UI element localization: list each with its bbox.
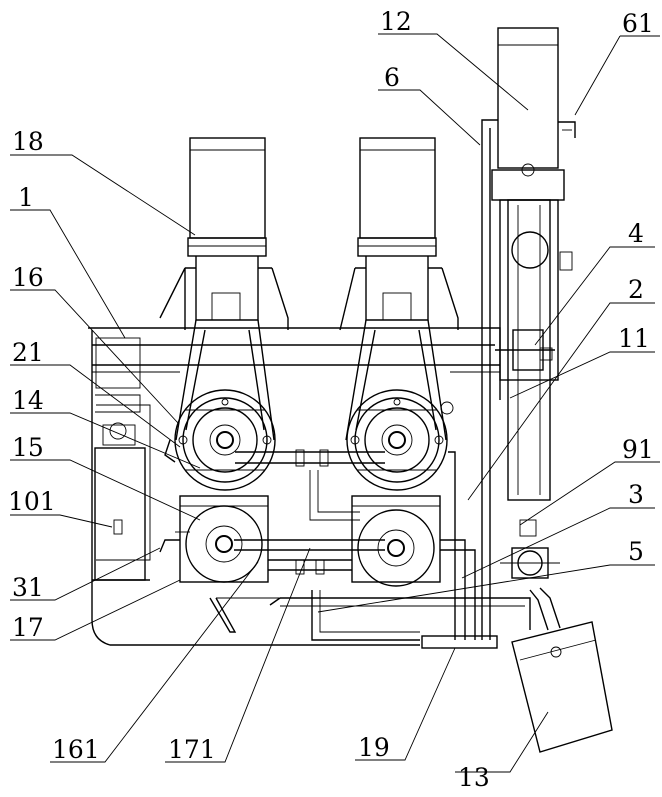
- belt-housing-left: [175, 319, 275, 441]
- label-14: 14: [12, 386, 44, 415]
- label-101: 101: [8, 487, 56, 516]
- label-5: 5: [628, 537, 644, 566]
- upper-pump-left: [174, 389, 276, 491]
- label-16: 16: [12, 263, 44, 292]
- motor-left: [159, 137, 289, 330]
- label-19: 19: [358, 733, 390, 762]
- upper-pump-right: [346, 389, 454, 491]
- label-3: 3: [628, 480, 644, 509]
- label-21: 21: [12, 338, 44, 367]
- label-1: 1: [18, 183, 34, 212]
- label-2: 2: [628, 275, 644, 304]
- side-panel: [92, 337, 150, 581]
- label-61: 61: [622, 9, 654, 38]
- column-11: [491, 163, 573, 537]
- manifold-19: [421, 635, 498, 649]
- label-171: 171: [168, 735, 216, 764]
- lower-pump-left: [179, 495, 269, 583]
- tank-12: [497, 27, 576, 169]
- cylinder-13: [511, 587, 613, 753]
- pipe-network: [159, 439, 476, 641]
- valve-91: [500, 547, 560, 579]
- label-12: 12: [380, 7, 412, 36]
- label-13: 13: [458, 763, 490, 792]
- drip-tray: [209, 597, 280, 633]
- pipe-6: [481, 119, 498, 640]
- label-161: 161: [52, 735, 100, 764]
- label-91: 91: [622, 435, 654, 464]
- part-labels: 12 61 6 18 1 4 16 2 21 11 14 15 91 101 3…: [8, 7, 654, 792]
- label-31: 31: [12, 573, 44, 602]
- label-11: 11: [618, 324, 650, 353]
- label-4: 4: [628, 219, 644, 248]
- label-18: 18: [12, 127, 44, 156]
- lower-pump-right: [351, 495, 441, 587]
- label-15: 15: [12, 433, 44, 462]
- label-17: 17: [12, 613, 44, 642]
- label-6: 6: [384, 63, 400, 92]
- motor-right: [339, 137, 459, 331]
- leader-lines: [10, 33, 660, 773]
- belt-housing-right: [345, 319, 447, 441]
- machine-frame: [88, 327, 531, 646]
